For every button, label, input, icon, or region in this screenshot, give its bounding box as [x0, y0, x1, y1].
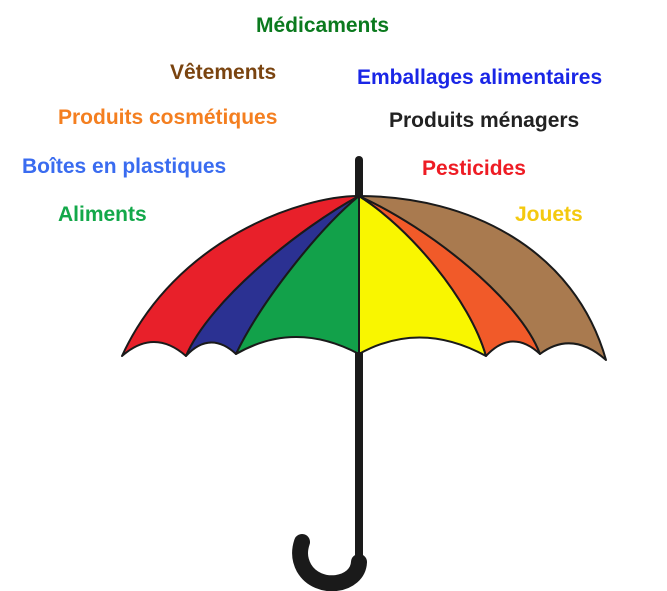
label-boites-en-plastiques: Boîtes en plastiques — [22, 155, 227, 178]
label-produits-cosmetiques: Produits cosmétiques — [58, 106, 278, 129]
label-emballages-alimentaires: Emballages alimentaires — [357, 66, 603, 89]
label-medicaments: Médicaments — [256, 14, 390, 37]
label-jouets: Jouets — [515, 203, 583, 226]
label-pesticides: Pesticides — [422, 157, 526, 180]
label-vetements: Vêtements — [170, 61, 277, 84]
label-aliments: Aliments — [58, 203, 147, 226]
umbrella-handle — [292, 534, 367, 591]
label-produits-menagers: Produits ménagers — [389, 109, 580, 132]
panel-green — [235, 195, 360, 355]
umbrella-canopy — [121, 195, 607, 361]
panel-brown — [358, 195, 607, 361]
